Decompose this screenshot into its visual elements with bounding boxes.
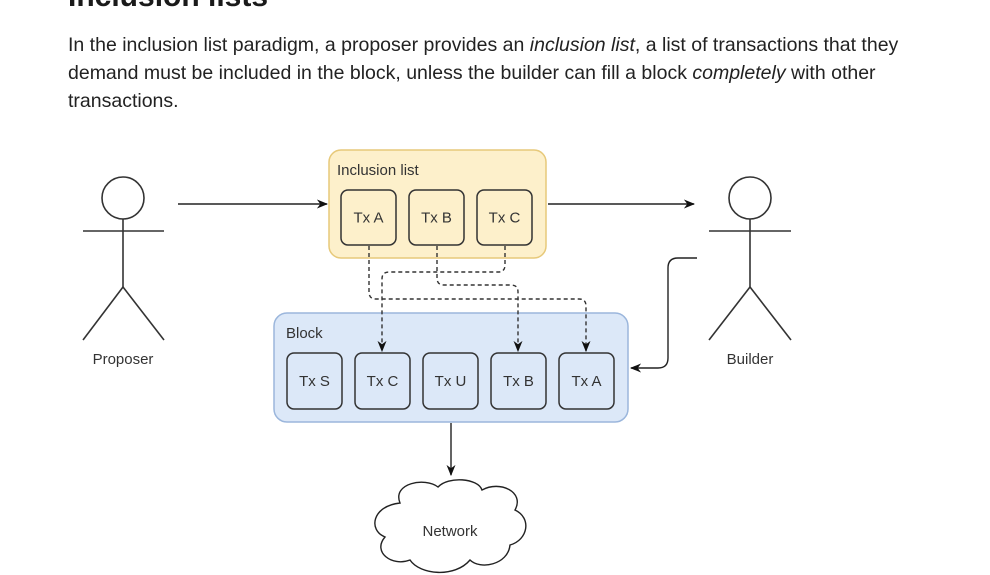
network-cloud	[374, 479, 527, 574]
builder-actor	[708, 176, 792, 341]
edge-tx-a-to-block	[368, 246, 591, 353]
paragraph-emphasis-inclusion-list: inclusion list	[529, 34, 635, 56]
proposer-actor	[82, 176, 165, 341]
block-tx-c-box	[354, 352, 411, 410]
block-tx-a-box	[558, 352, 615, 410]
block-tx-c-label: Tx C	[367, 373, 399, 390]
paragraph-text-2: , a list of transactions that they deman…	[68, 34, 899, 84]
builder-right-leg	[749, 286, 792, 341]
block-tx-b-box	[490, 352, 547, 410]
builder-head	[728, 176, 772, 220]
edge-tx-c-to-block	[377, 246, 506, 353]
inclusion-list-tx-c-box	[476, 189, 533, 246]
block-tx-u-label: Tx U	[435, 373, 467, 390]
builder-label: Builder	[727, 351, 774, 368]
paragraph-text-1: In the inclusion list paradigm, a propos…	[68, 34, 530, 56]
proposer-right-leg	[122, 286, 165, 341]
inclusion-list-tx-a-label: Tx A	[353, 210, 383, 227]
network-label: Network	[422, 523, 478, 540]
proposer-label: Proposer	[93, 351, 154, 368]
block-title: Block	[286, 325, 323, 342]
inclusion-list-container	[328, 149, 547, 259]
proposer-head	[101, 176, 145, 220]
edge-builder-to-block	[629, 257, 697, 373]
inclusion-list-title: Inclusion list	[337, 162, 420, 179]
inclusion-list-tx-a-box	[340, 189, 397, 246]
inclusion-list-tx-b-box	[408, 189, 465, 246]
proposer-left-leg	[82, 286, 124, 341]
intro-paragraph: In the inclusion list paradigm, a propos…	[68, 31, 968, 115]
block-tx-a-label: Tx A	[571, 373, 601, 390]
section-heading: Inclusion lists	[68, 0, 268, 14]
block-tx-s-label: Tx S	[299, 373, 330, 390]
inclusion-list-tx-c-label: Tx C	[489, 210, 521, 227]
block-tx-s-box	[286, 352, 343, 410]
paragraph-emphasis-completely: completely	[692, 62, 786, 84]
builder-left-leg	[708, 286, 751, 341]
paragraph-text-3: with other transactions.	[68, 62, 876, 112]
inclusion-list-tx-b-label: Tx B	[421, 210, 452, 227]
block-container	[273, 312, 629, 423]
block-tx-u-box	[422, 352, 479, 410]
block-tx-b-label: Tx B	[503, 373, 534, 390]
